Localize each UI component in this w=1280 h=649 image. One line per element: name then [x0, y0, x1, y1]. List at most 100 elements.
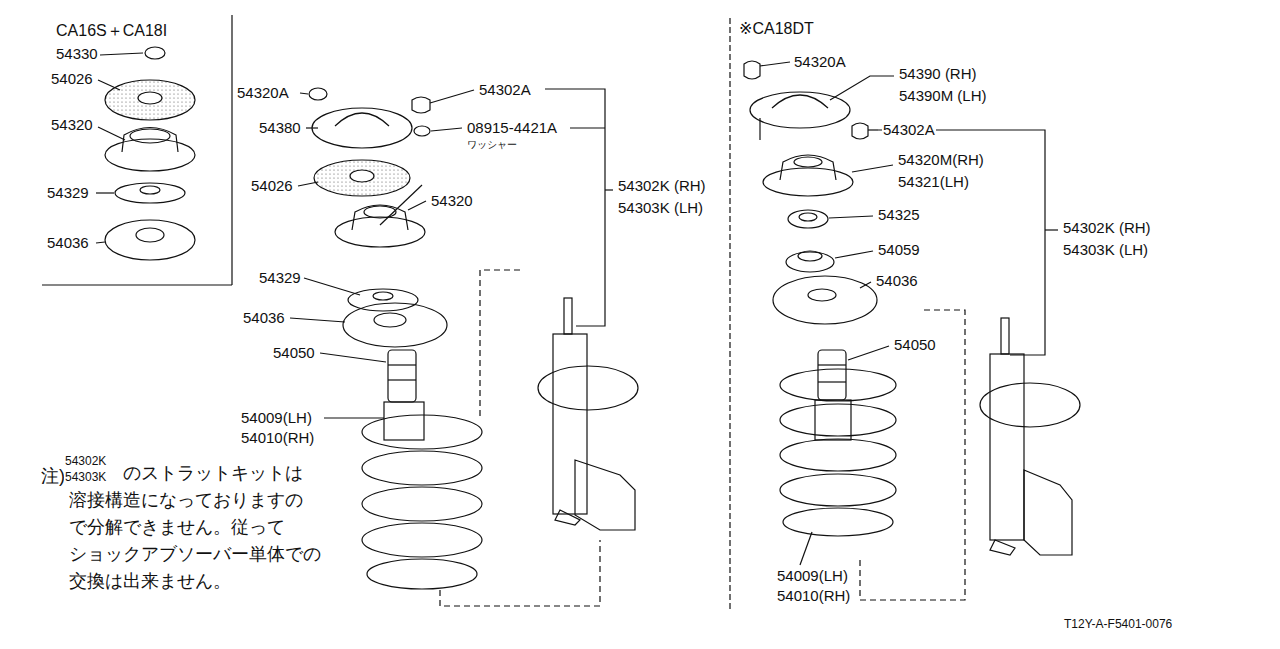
coil-spring: [780, 369, 896, 401]
mount-base: [763, 168, 853, 196]
part-number: 54329: [258, 270, 302, 287]
stud: [759, 118, 760, 140]
part-number: 54026: [250, 178, 294, 195]
mount-dome: [122, 128, 178, 153]
inset-frame: [231, 15, 232, 285]
strut-bracket: [990, 540, 1015, 555]
note-mark: 注): [40, 467, 66, 487]
part-number: 54302A: [478, 82, 532, 99]
leader-line: [430, 90, 474, 103]
part-number: 54036: [242, 310, 286, 327]
plate: [312, 108, 412, 148]
note-text: のストラットキットは: [122, 464, 304, 484]
part-number: 54303K: [64, 471, 107, 484]
mount-top: [130, 129, 170, 143]
leader-line: [760, 62, 790, 66]
strut-bracket: [555, 510, 580, 525]
dashed-bracket: [480, 270, 520, 420]
coil-spring: [362, 487, 482, 521]
bump-stop-rib: [818, 364, 846, 365]
part-number: 54320A: [793, 54, 847, 71]
nut: [744, 61, 760, 79]
seat-hole: [798, 251, 822, 261]
coil-spring: [783, 508, 893, 536]
coil-spring: [780, 439, 896, 471]
spring-seat-hub: [808, 289, 836, 301]
nut: [852, 123, 868, 139]
coil-spring: [362, 523, 482, 557]
gasket-hole: [350, 170, 374, 182]
bracket-line: [1045, 229, 1058, 230]
bump-stop: [818, 350, 846, 400]
coil-spring: [780, 404, 896, 436]
part-number: 08915-4421A: [466, 120, 558, 137]
bearing: [788, 210, 828, 228]
part-number: 54009(LH): [776, 568, 849, 585]
seat-hole: [140, 186, 160, 194]
inset-frame: [42, 284, 232, 285]
leader-line: [830, 76, 894, 100]
part-number: 54036: [875, 273, 919, 290]
plate-dome: [335, 113, 389, 126]
leader-line: [304, 278, 360, 295]
dashed-bracket: [440, 540, 600, 606]
part-number: 54390M (LH): [898, 88, 988, 105]
part-number: 54330: [55, 46, 99, 63]
leader-line: [96, 192, 114, 193]
gasket: [105, 80, 195, 120]
leader-line: [98, 80, 120, 90]
nut: [309, 88, 327, 100]
washer: [414, 126, 430, 136]
spring-seat: [105, 220, 195, 260]
leader-line: [800, 532, 812, 565]
part-number: 54302K: [64, 455, 107, 468]
strut-body: [553, 334, 587, 514]
note-text: 交換は出来ません。: [68, 572, 232, 592]
bump-stop-rib: [388, 379, 416, 380]
bearing-hole: [799, 213, 817, 221]
part-number: 54320: [50, 117, 94, 134]
seat: [786, 252, 834, 272]
mount-dome: [352, 205, 408, 230]
leader-line: [380, 185, 422, 225]
bracket-line: [605, 189, 613, 190]
leader-line: [860, 282, 871, 288]
part-number: 54050: [893, 337, 937, 354]
bump-stop-rib: [818, 381, 846, 382]
part-number: 54009(LH): [240, 410, 313, 427]
part-number: 54320: [430, 193, 474, 210]
coil-spring: [367, 559, 477, 589]
leader-line: [835, 251, 873, 258]
bracket-line: [878, 130, 1045, 355]
leader-line: [829, 216, 873, 218]
mount-top: [794, 157, 822, 167]
part-number: 54010(RH): [240, 430, 315, 447]
leader-line: [431, 128, 462, 131]
leader-line: [298, 182, 318, 186]
part-number: 54325: [877, 207, 921, 224]
leader-line: [848, 346, 889, 360]
note-text: ショックアブソーバー単体での: [68, 545, 322, 565]
strut-spring-seat: [980, 383, 1080, 427]
leader-line: [98, 127, 125, 140]
dashed-bracket: [860, 310, 965, 600]
part-number: 54050: [272, 345, 316, 362]
bracket-line: [570, 127, 605, 128]
mount-base: [105, 139, 195, 171]
strut-spring-seat: [538, 366, 638, 410]
part-number: 54059: [877, 242, 921, 259]
shock-body: [815, 400, 851, 440]
strut-bracket: [575, 460, 635, 530]
leader-line: [324, 417, 384, 418]
engine-heading: CA16S＋CA18I: [55, 22, 168, 40]
leader-line: [100, 53, 143, 55]
part-number: 54036: [46, 235, 90, 252]
leader-line: [408, 201, 426, 210]
part-number: 54303K (LH): [617, 200, 704, 217]
spring-seat-hub: [136, 228, 164, 242]
part-number: 54010(RH): [776, 588, 851, 605]
leader-line: [852, 165, 893, 172]
leader-line: [300, 93, 308, 94]
nut: [145, 47, 165, 59]
part-number: 54320M(RH): [897, 152, 985, 169]
